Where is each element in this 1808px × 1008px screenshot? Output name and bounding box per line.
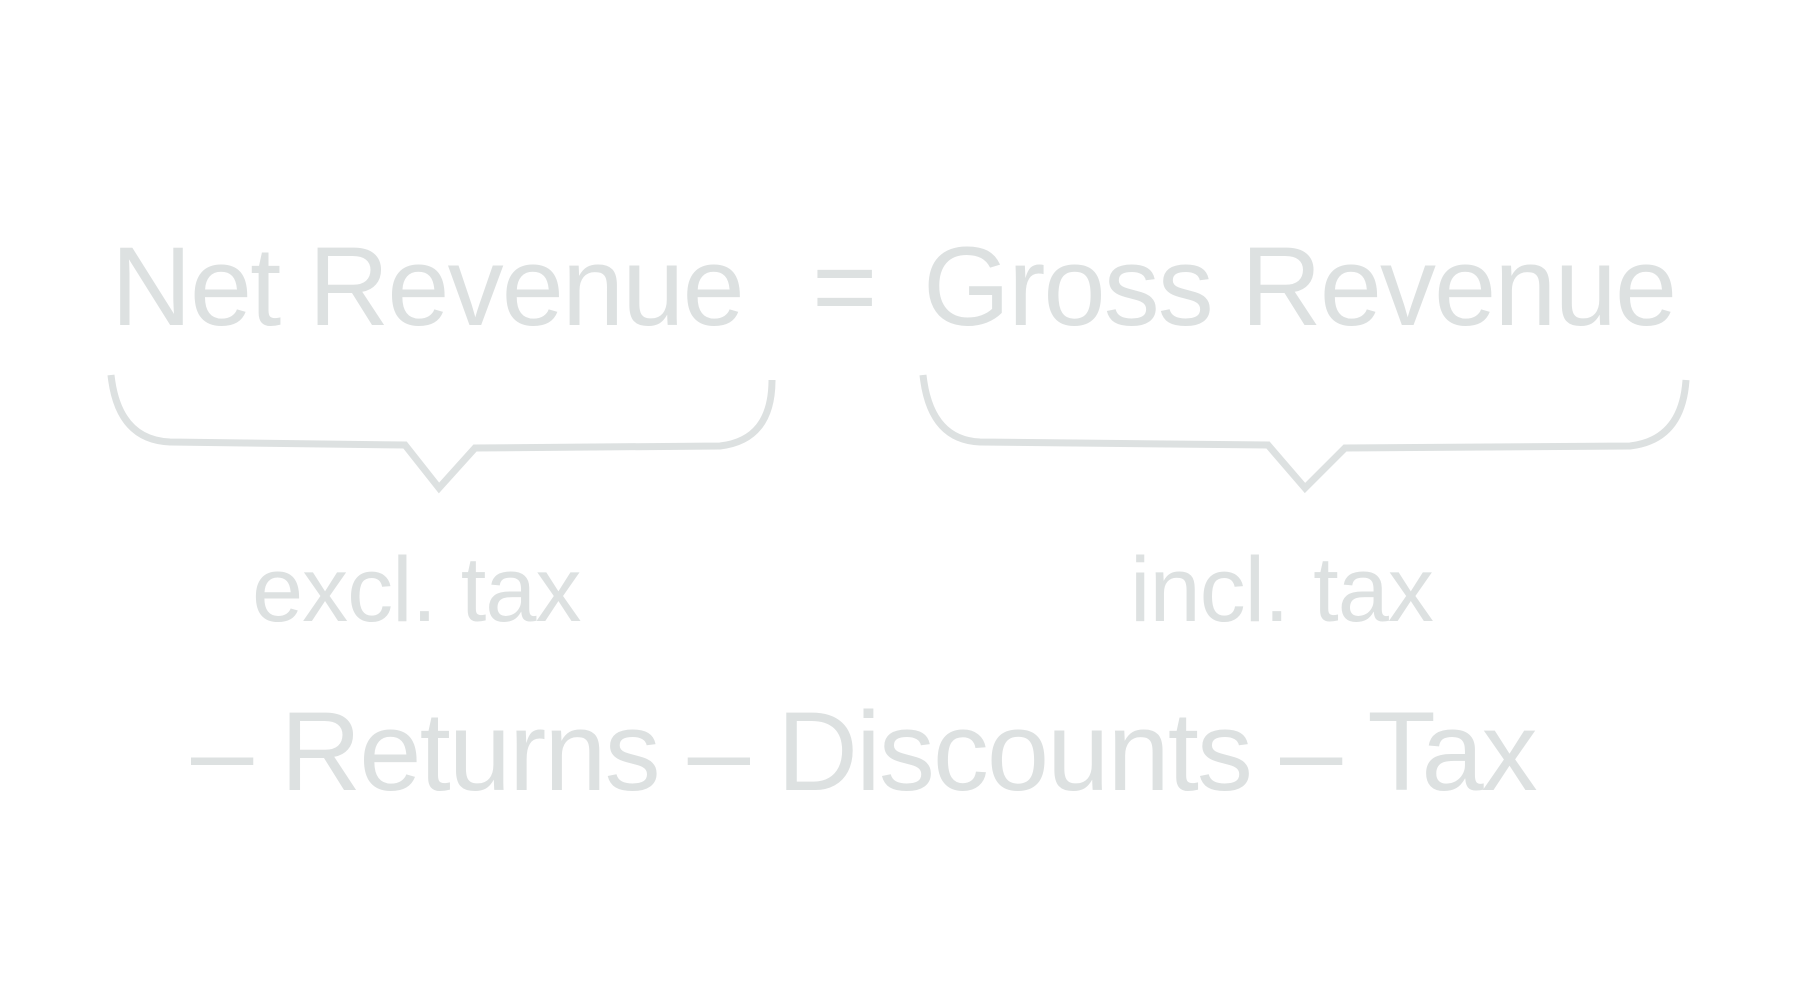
underbrace-gross-revenue xyxy=(919,374,1690,494)
gross-revenue-term: Gross Revenue xyxy=(923,224,1677,349)
equals-sign: = xyxy=(812,224,877,349)
underbrace-net-revenue xyxy=(107,374,776,494)
deductions-term: – Returns – Discounts – Tax xyxy=(191,689,1538,814)
net-revenue-term: Net Revenue xyxy=(111,224,745,349)
incl-tax-note: incl. tax xyxy=(1130,539,1434,641)
excl-tax-note: excl. tax xyxy=(252,539,581,641)
